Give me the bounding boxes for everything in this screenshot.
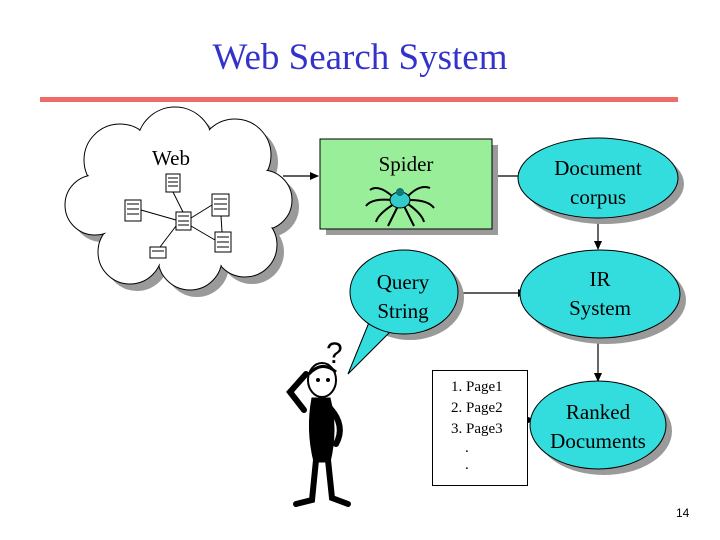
results-list: 1. Page1 2. Page2 3. Page3 . . <box>432 370 528 486</box>
question-mark: ? <box>326 337 343 370</box>
result-item: 3. Page3 <box>451 421 503 437</box>
page-number: 14 <box>676 506 690 520</box>
query-label-line-1: Query <box>376 270 430 294</box>
result-ellipsis: . <box>465 457 469 473</box>
ranked-label-line-2: Documents <box>550 429 646 453</box>
corpus-label-line-2: corpus <box>570 185 626 209</box>
result-item: 1. Page1 <box>451 379 503 395</box>
web-label: Web <box>152 146 190 170</box>
spider-label: Spider <box>378 152 434 176</box>
ir-label-line-1: IR <box>589 267 611 291</box>
speech-bubble-icon <box>347 249 464 375</box>
query-label-line-2: String <box>377 299 429 323</box>
spider-icon <box>365 186 435 227</box>
result-item: 2. Page2 <box>451 400 503 416</box>
title-rule <box>40 97 678 102</box>
result-ellipsis: . <box>465 440 469 456</box>
corpus-label-line-1: Document <box>554 156 642 180</box>
ranked-documents-node <box>529 380 667 470</box>
thinking-person-icon <box>286 362 351 507</box>
corpus-label: Document corpus <box>518 154 678 212</box>
slide-title: Web Search System <box>212 37 508 78</box>
ir-system-node <box>519 249 681 339</box>
ranked-label-line-1: Ranked <box>565 400 631 424</box>
spider-box <box>319 138 493 230</box>
document-corpus-node <box>517 137 679 219</box>
ir-label-line-2: System <box>569 296 631 320</box>
ir-label: IR System <box>520 265 680 323</box>
query-label: Query String <box>350 268 456 326</box>
ranked-label: Ranked Documents <box>530 398 666 456</box>
